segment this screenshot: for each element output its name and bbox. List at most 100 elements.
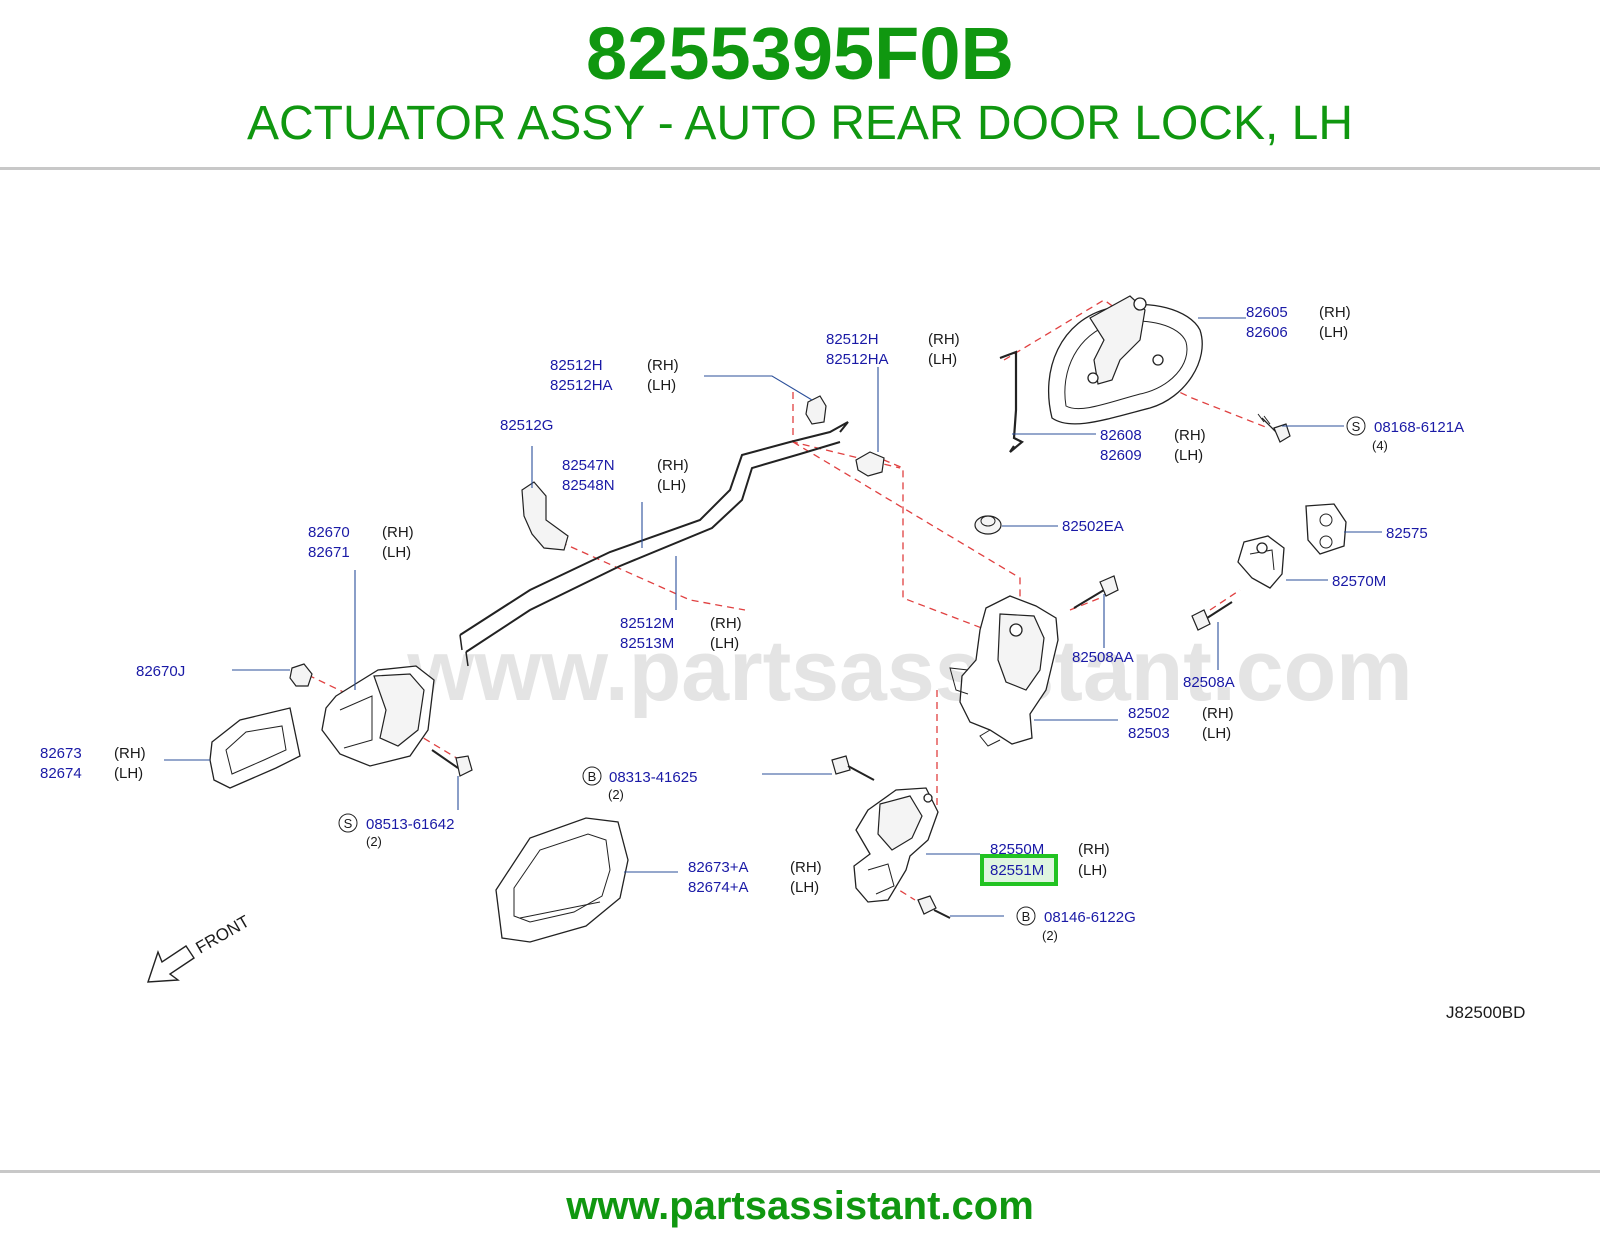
svg-text:(RH): (RH) (647, 357, 679, 374)
svg-text:(RH): (RH) (1202, 705, 1234, 722)
outside-door-handle-illustration (1048, 295, 1203, 425)
part-label-82551M-selected[interactable]: 82551M (990, 862, 1044, 879)
svg-text:(RH): (RH) (382, 524, 414, 541)
screw-08313-illustration (831, 755, 875, 781)
part-label-82512H[interactable]: 82512H (826, 331, 879, 348)
part-name-subtitle: ACTUATOR ASSY - AUTO REAR DOOR LOCK, LH (246, 97, 1354, 150)
svg-text:S: S (1352, 419, 1361, 434)
grommet-illustration (974, 515, 1002, 535)
screw-08513-illustration (431, 749, 473, 777)
svg-text:(LH): (LH) (1174, 447, 1203, 464)
part-label-82609[interactable]: 82609 (1100, 447, 1142, 464)
inside-handle-illustration (321, 665, 435, 767)
svg-text:(RH): (RH) (114, 745, 146, 762)
part-label-82550M[interactable]: 82550M (990, 841, 1044, 858)
callout-82547N: 82547N (RH) 82548N (LH) (562, 457, 689, 494)
svg-text:(LH): (LH) (710, 635, 739, 652)
callout-08168-6121A: S 08168-6121A (4) (1346, 416, 1464, 453)
rod-clip-left-illustration (805, 395, 827, 425)
callout-82550M: 82550M (RH) 82551M (LH) (980, 841, 1110, 886)
part-label-08168-6121A[interactable]: 08168-6121A (1374, 419, 1464, 436)
svg-text:(4): (4) (1372, 438, 1388, 453)
callout-82502: 82502 (RH) 82503 (LH) (1128, 705, 1234, 742)
callout-82670: 82670 (RH) 82671 (LH) (308, 524, 414, 561)
part-label-82508AA[interactable]: 82508AA (1072, 649, 1134, 666)
screw-08146-illustration (917, 895, 951, 919)
part-label-82512HA[interactable]: 82512HA (826, 351, 889, 368)
svg-text:(LH): (LH) (790, 879, 819, 896)
part-label-82674[interactable]: 82674 (40, 765, 82, 782)
part-label-82512H[interactable]: 82512H (550, 357, 603, 374)
part-label-82512M[interactable]: 82512M (620, 615, 674, 632)
front-arrow-icon (147, 945, 195, 983)
part-label-82670[interactable]: 82670 (308, 524, 350, 541)
part-label-82512G[interactable]: 82512G (500, 417, 553, 434)
part-label-82673A[interactable]: 82673+A (688, 859, 748, 876)
page-header: 8255395F0B ACTUATOR ASSY - AUTO REAR DOO… (0, 0, 1600, 170)
rod-clip-right-illustration (855, 451, 885, 477)
parts-diagram: www.partsassistant.com (0, 170, 1600, 1170)
svg-text:(LH): (LH) (657, 477, 686, 494)
part-label-82513M[interactable]: 82513M (620, 635, 674, 652)
svg-text:(LH): (LH) (382, 544, 411, 561)
bolt-type-badge (1016, 906, 1036, 926)
screw-type-badge (1346, 416, 1366, 436)
svg-text:B: B (588, 769, 597, 784)
part-label-82548N[interactable]: 82548N (562, 477, 615, 494)
screw-type-badge (338, 813, 358, 833)
part-label-82608[interactable]: 82608 (1100, 427, 1142, 444)
part-label-82502[interactable]: 82502 (1128, 705, 1170, 722)
selected-part-highlight (980, 854, 1058, 886)
svg-text:(LH): (LH) (1319, 324, 1348, 341)
callout-08513-61642: S 08513-61642 (2) (338, 813, 454, 849)
callout-82512H-right: 82512H (RH) 82512HA (LH) (826, 331, 960, 368)
part-number-title: 8255395F0B (586, 12, 1014, 95)
callout-82512M: 82512M (RH) 82513M (LH) (620, 615, 742, 652)
footer-site-url[interactable]: www.partsassistant.com (566, 1184, 1034, 1228)
svg-text:(RH): (RH) (1319, 304, 1351, 321)
part-label-82570M[interactable]: 82570M (1332, 573, 1386, 590)
part-label-82502EA[interactable]: 82502EA (1062, 518, 1124, 535)
actuator-illustration (853, 787, 939, 903)
part-label-82670J[interactable]: 82670J (136, 663, 185, 680)
screw-08168-illustration (1257, 413, 1291, 443)
callout-82608: 82608 (RH) 82609 (LH) (1100, 427, 1206, 464)
svg-text:B: B (1022, 909, 1031, 924)
part-label-82674A[interactable]: 82674+A (688, 879, 748, 896)
rod-bracket-illustration (521, 481, 569, 551)
screw-82508A-illustration (1191, 601, 1233, 631)
part-label-82671[interactable]: 82671 (308, 544, 350, 561)
part-label-82605[interactable]: 82605 (1246, 304, 1288, 321)
lock-rods-illustration (459, 421, 849, 667)
callout-82512H-left: 82512H (RH) 82512HA (LH) (550, 357, 679, 394)
part-label-82575[interactable]: 82575 (1386, 525, 1428, 542)
striker-illustration (1237, 535, 1285, 589)
front-direction-indicator: FRONT (147, 912, 253, 983)
diagram-reference-code: J82500BD (1446, 1003, 1525, 1022)
svg-text:S: S (344, 816, 353, 831)
handle-escutcheon-illustration (209, 707, 301, 789)
part-label-82512HA[interactable]: 82512HA (550, 377, 613, 394)
svg-text:(LH): (LH) (647, 377, 676, 394)
handle-rod-illustration (999, 350, 1024, 453)
part-label-82673[interactable]: 82673 (40, 745, 82, 762)
header-divider (0, 167, 1600, 170)
front-label: FRONT (193, 912, 253, 958)
part-label-82508A[interactable]: 82508A (1183, 674, 1235, 691)
svg-text:(2): (2) (608, 787, 624, 802)
door-bezel-illustration (495, 817, 629, 943)
bolt-type-badge (582, 766, 602, 786)
svg-text:(2): (2) (366, 834, 382, 849)
part-label-08146-6122G[interactable]: 08146-6122G (1044, 909, 1136, 926)
part-label-82606[interactable]: 82606 (1246, 324, 1288, 341)
callout-82605: 82605 (RH) 82606 (LH) (1246, 304, 1351, 341)
part-label-08313-41625[interactable]: 08313-41625 (609, 769, 697, 786)
svg-text:(RH): (RH) (790, 859, 822, 876)
part-label-08513-61642[interactable]: 08513-61642 (366, 816, 454, 833)
svg-text:(RH): (RH) (710, 615, 742, 632)
svg-text:(RH): (RH) (1174, 427, 1206, 444)
part-label-82547N[interactable]: 82547N (562, 457, 615, 474)
svg-text:(LH): (LH) (1202, 725, 1231, 742)
part-label-82503[interactable]: 82503 (1128, 725, 1170, 742)
svg-text:(RH): (RH) (928, 331, 960, 348)
